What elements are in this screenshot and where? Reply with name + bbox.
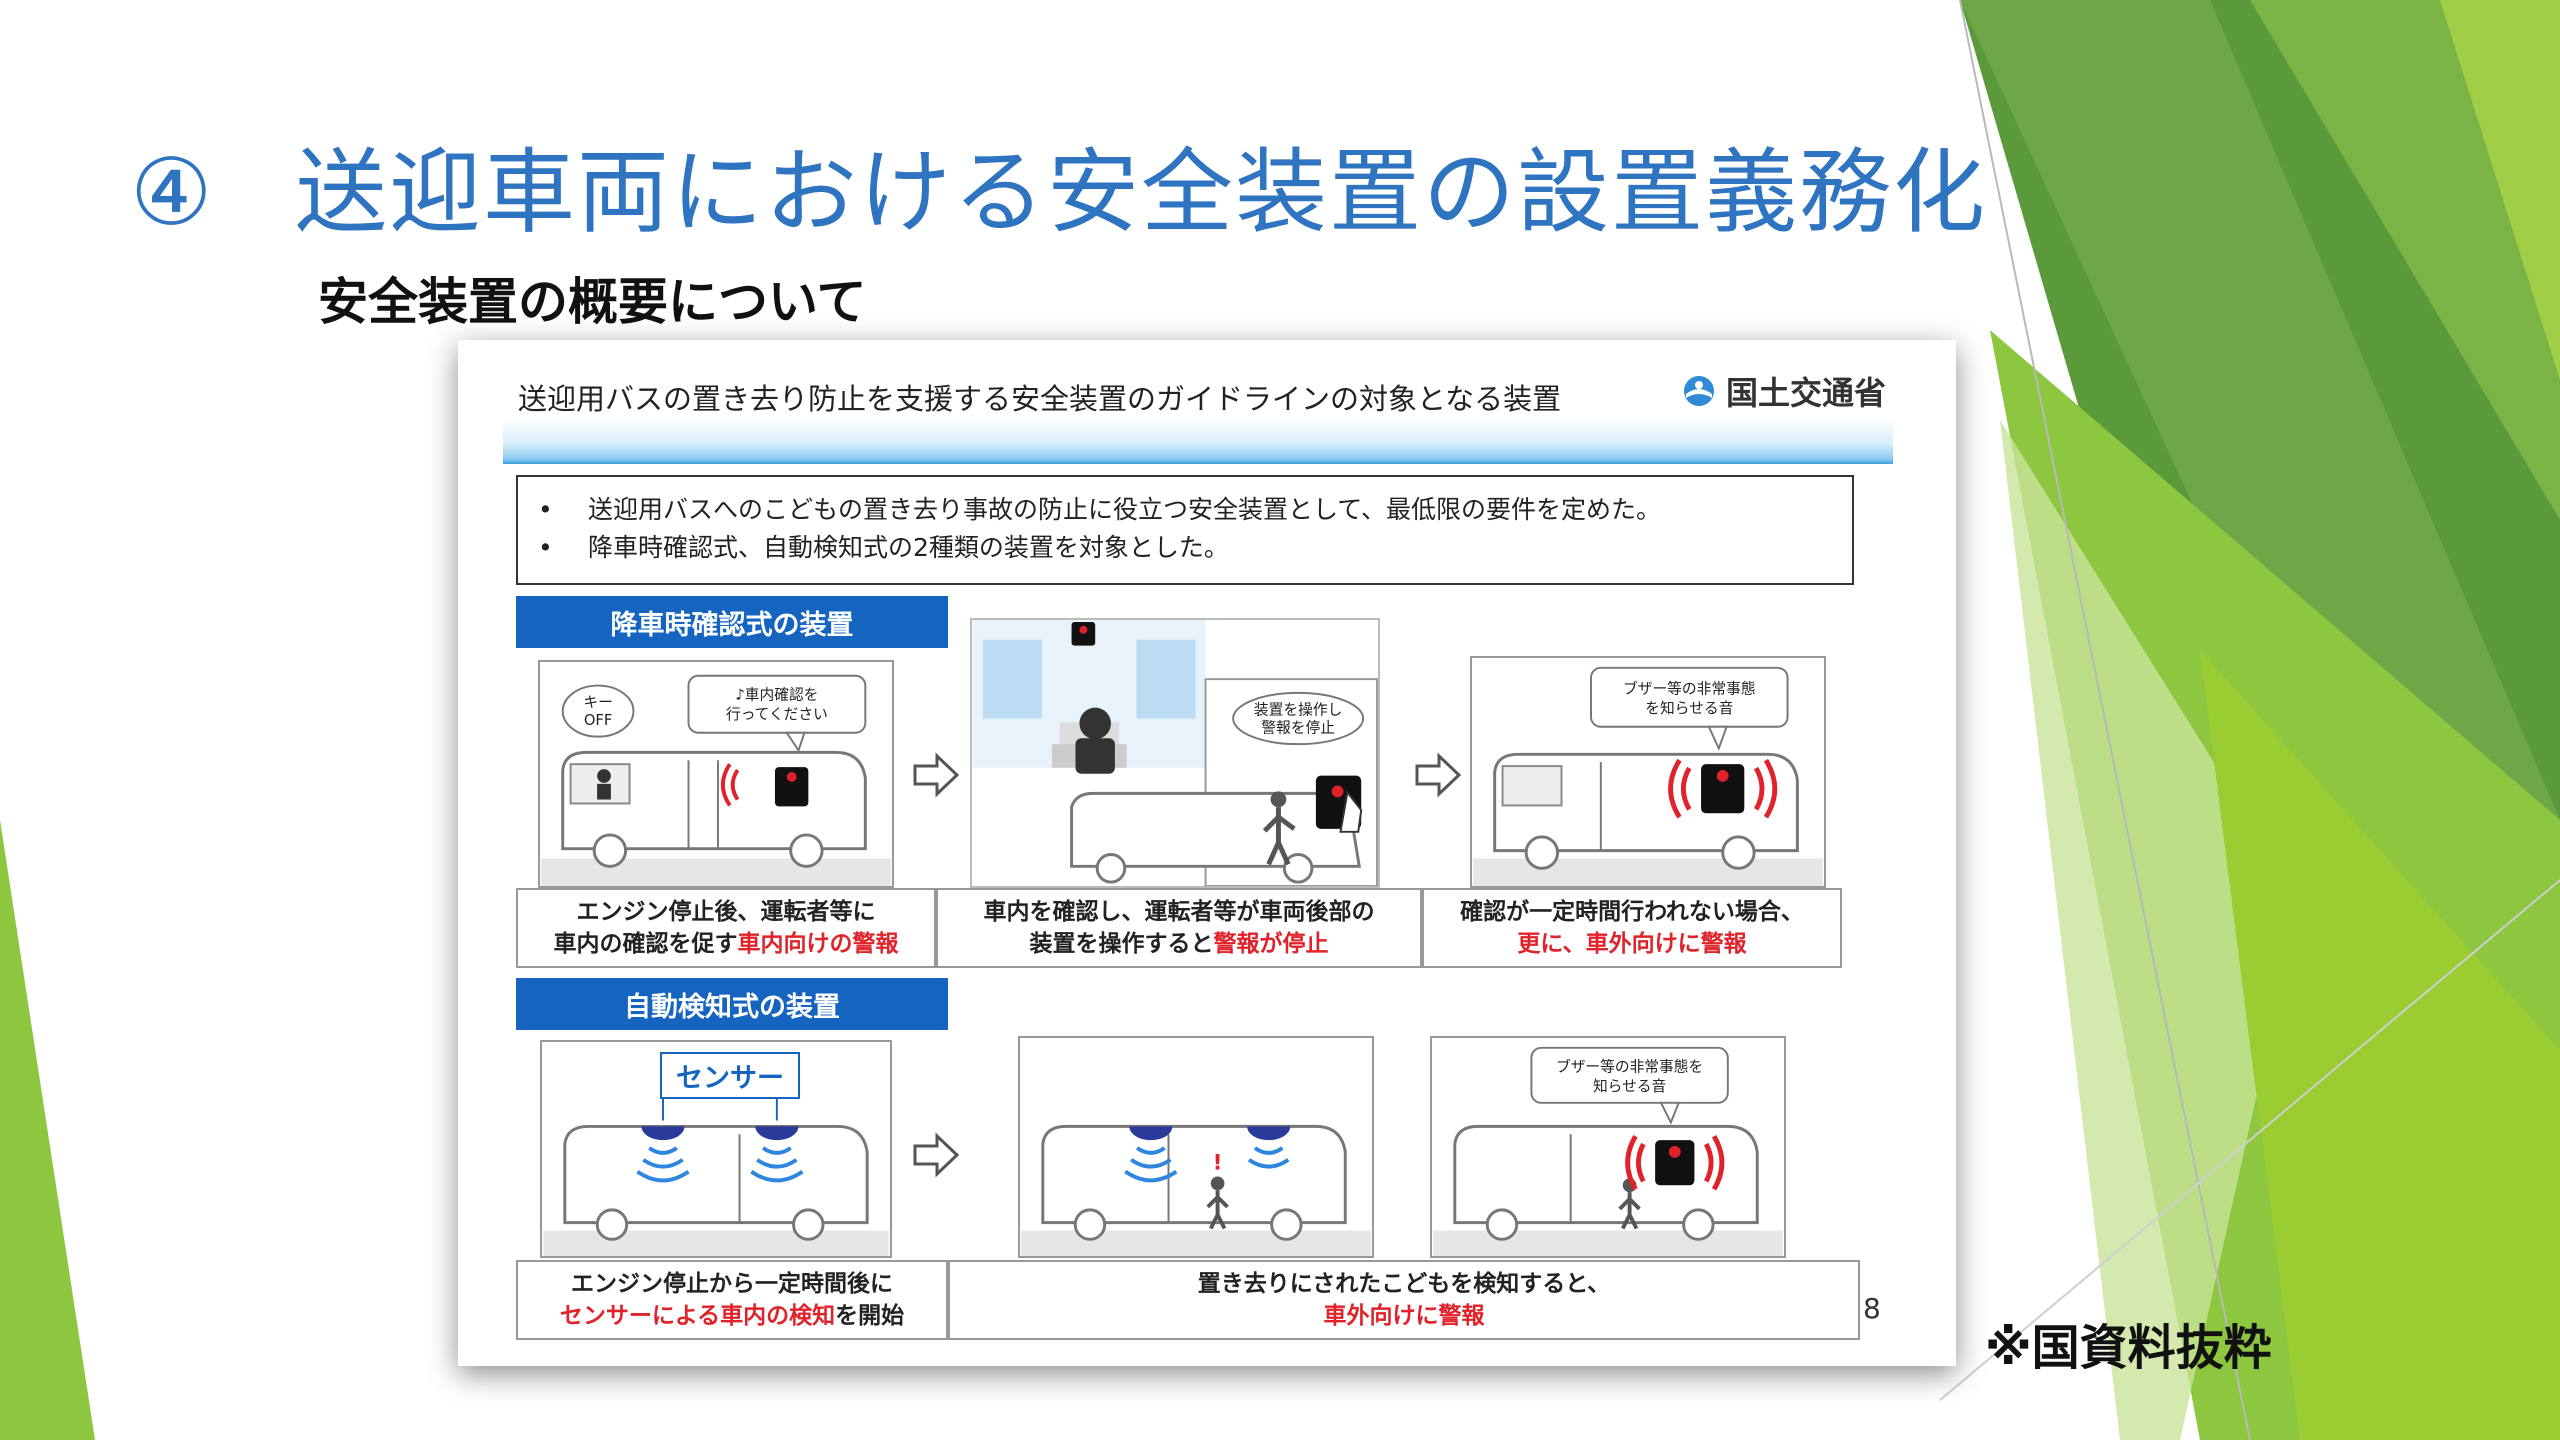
caption-line: 更に、車外向けに警報 [1424,928,1840,960]
bubble-key-line1: キー [583,694,612,711]
caption-line: 車外向けに警報 [950,1300,1858,1332]
document-header: 送迎用バスの置き去り防止を支援する安全装置のガイドラインの対象となる装置 [518,382,1562,416]
bullet-marker: • [538,533,553,562]
caption-auto-step2: 置き去りにされたこどもを検知すると、 車外向けに警報 [948,1260,1860,1340]
bubble-alarm-line1: ブザー等の非常事態 [1623,679,1756,697]
illustration-child-detected: ! [1018,1036,1374,1258]
arrow-right-icon [1415,752,1462,798]
caption-line: エンジン停止後、運転者等に [576,899,876,925]
arrow-right-icon [913,752,960,798]
bubble-auto-line1: ブザー等の非常事態を [1556,1057,1703,1075]
ministry-logo-text: 国土交通省 [1725,374,1886,412]
list-item: • 降車時確認式、自動検知式の2種類の装置を対象とした。 [538,529,1832,567]
title-number: ④ [130,139,215,246]
caption-highlight: 車内向けの警報 [737,931,899,957]
caption-text: を開始 [835,1303,905,1329]
title-text: 送迎車両における安全装置の設置義務化 [295,139,1988,246]
header-stripe [503,418,1893,464]
bubble-auto-line2: 知らせる音 [1593,1078,1666,1095]
sensor-label: センサー [660,1052,800,1099]
ministry-logo: 国土交通省 [1682,368,1886,414]
svg-text:!: ! [1213,1151,1223,1176]
illustration-external-alarm: ブザー等の非常事態 を知らせる音 [1470,656,1826,888]
page-number: 8 [1863,1292,1881,1325]
bubble-alarm-line2: を知らせる音 [1645,700,1733,717]
bubble-voice-line1: ♪車内確認を [735,686,818,703]
slide-title: ④ 送迎車両における安全装置の設置義務化 [130,118,1987,251]
summary-box: • 送迎用バスへのこどもの置き去り事故の防止に役立つ安全装置として、最低限の要件を… [516,475,1854,585]
bubble-key-line2: OFF [584,712,613,729]
caption-text: 車内の確認を促す [553,931,738,957]
caption-text: 装置を操作すると [1029,931,1214,957]
caption-highlight: 更に、車外向けに警報 [1517,931,1747,957]
caption-step2: 車内を確認し、運転者等が車両後部の 装置を操作すると警報が停止 [936,888,1422,968]
caption-highlight: 警報が停止 [1213,931,1329,957]
bullet-marker: • [538,495,553,524]
bullet-text: 送迎用バスへのこどもの置き去り事故の防止に役立つ安全装置として、最低限の要件を定… [588,495,1662,524]
arrow-right-icon [913,1132,960,1178]
caption-line: エンジン停止から一定時間後に [571,1271,893,1297]
caption-line: 車内を確認し、運転者等が車両後部の [983,899,1375,925]
bubble-voice-line2: 行ってください [726,706,828,723]
caption-line: 車内の確認を促す車内向けの警報 [518,928,934,960]
section-heading-dropoff-check: 降車時確認式の装置 [516,596,948,648]
caption-step3: 確認が一定時間行われない場合、 更に、車外向けに警報 [1422,888,1842,968]
illustration-auto-alarm: ブザー等の非常事態を 知らせる音 [1430,1036,1786,1258]
slide-subtitle: 安全装置の概要について [318,273,867,331]
caption-step1: エンジン停止後、運転者等に 車内の確認を促す車内向けの警報 [516,888,936,968]
illustration-engine-stop: キー OFF ♪車内確認を 行ってください [538,660,894,888]
bubble-operate-line1: 装置を操作し [1254,702,1343,719]
ministry-logo-icon [1683,376,1714,406]
section-heading-auto-detect: 自動検知式の装置 [516,978,948,1030]
illustration-driver-check: 装置を操作し 警報を停止 [970,618,1380,888]
embedded-document: 送迎用バスの置き去り防止を支援する安全装置のガイドラインの対象となる装置 国土交… [458,340,1956,1366]
bubble-operate-line2: 警報を停止 [1261,719,1335,736]
caption-line: センサーによる車内の検知を開始 [518,1300,946,1332]
source-note: ※国資料抜粋 [1985,1320,2272,1376]
bullet-text: 降車時確認式、自動検知式の2種類の装置を対象とした。 [588,533,1229,562]
list-item: • 送迎用バスへのこどもの置き去り事故の防止に役立つ安全装置として、最低限の要件を… [538,491,1832,529]
caption-line: 置き去りにされたこどもを検知すると、 [1197,1271,1611,1297]
caption-line: 確認が一定時間行われない場合、 [1460,899,1804,925]
caption-highlight: 車外向けに警報 [1323,1303,1485,1329]
caption-highlight: センサーによる車内の検知 [559,1303,836,1329]
caption-line: 装置を操作すると警報が停止 [938,928,1420,960]
caption-auto-step1: エンジン停止から一定時間後に センサーによる車内の検知を開始 [516,1260,948,1340]
